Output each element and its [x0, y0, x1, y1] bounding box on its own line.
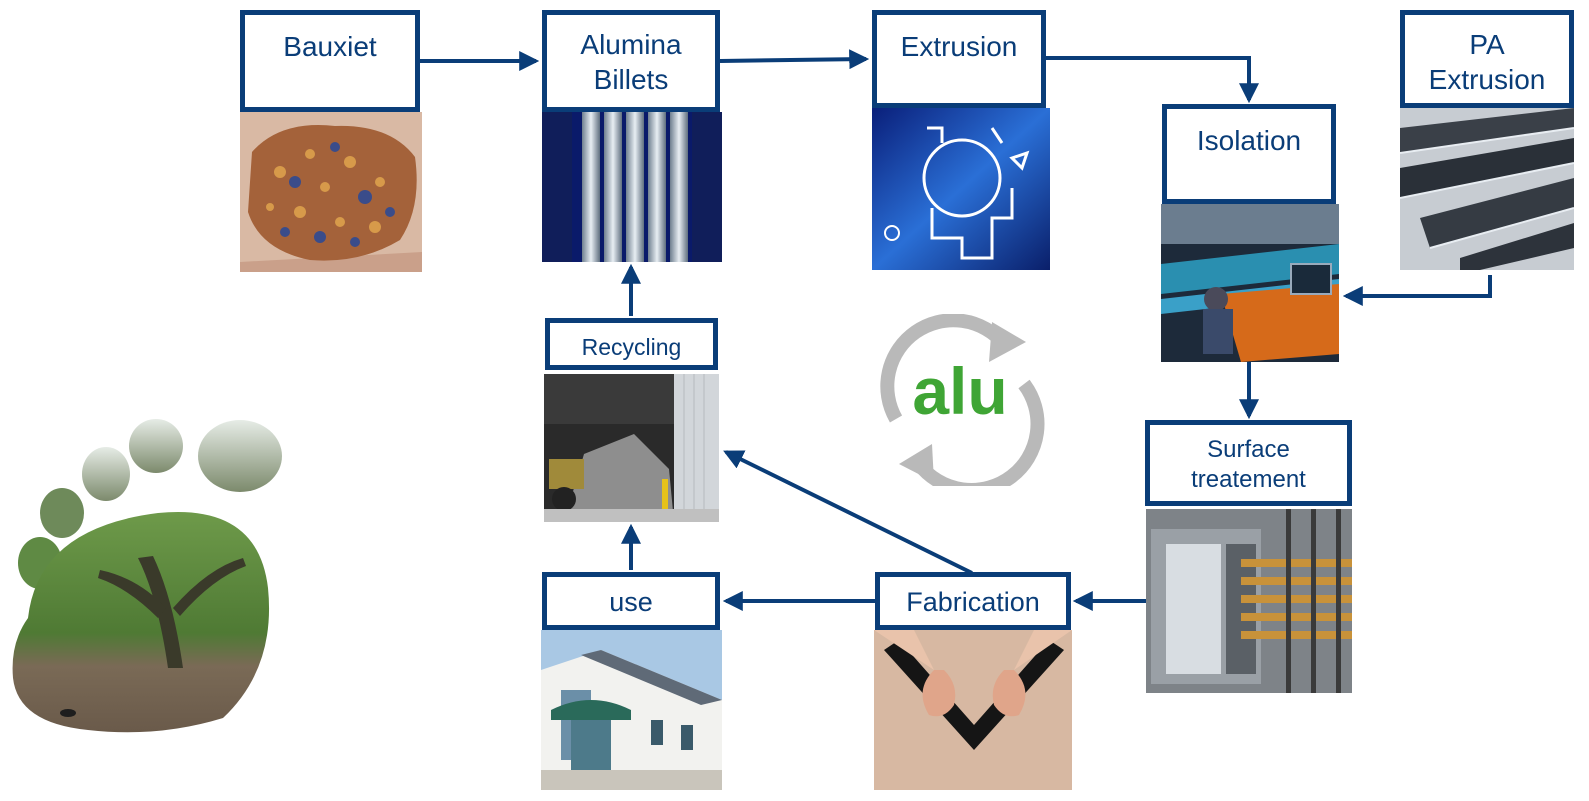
step-surface-treatment: Surface treatement: [1145, 420, 1352, 506]
billets-photo: [542, 112, 722, 262]
pa-profiles-photo: [1400, 108, 1574, 270]
arrow-pa-to-isolation: [1342, 275, 1492, 306]
alu-recycle-logo: alu: [874, 314, 1046, 486]
step-bauxite-label: Bauxiet: [283, 31, 377, 62]
surface-treatment-photo: [1146, 509, 1352, 693]
step-alumina-billets: Alumina Billets: [542, 10, 720, 112]
step-bauxite: Bauxiet: [240, 10, 420, 112]
extrusion-profile-photo: [872, 108, 1050, 270]
step-use: use: [542, 572, 720, 630]
step-fabrication: Fabrication: [875, 572, 1071, 630]
step-recycling: Recycling: [545, 318, 718, 370]
step-extrusion-label: Extrusion: [900, 31, 1018, 62]
step-pa-label-line1: PA: [1469, 29, 1505, 60]
alu-logo-text: alu: [912, 354, 1008, 428]
building-photo: [541, 630, 722, 790]
isolation-machine-photo: [1161, 204, 1339, 362]
step-recycling-label: Recycling: [581, 334, 682, 360]
step-pa-label-line2: Extrusion: [1428, 64, 1546, 95]
step-surface-label-line2: treatement: [1191, 466, 1306, 493]
step-isolation: Isolation: [1162, 104, 1336, 204]
recycle-arrows-icon: [880, 314, 1045, 486]
footprint-tree-image: [8, 418, 298, 734]
step-pa-extrusion: PA Extrusion: [1400, 10, 1574, 108]
bauxite-rock-photo: [240, 112, 422, 272]
step-alumina-label-line2: Billets: [593, 64, 669, 95]
arrow-alumina-to-extrusion: [719, 49, 870, 70]
recycling-yard-photo: [544, 374, 719, 522]
step-isolation-label: Isolation: [1196, 125, 1302, 156]
step-use-label: use: [609, 587, 653, 617]
fabrication-hands-photo: [874, 630, 1072, 790]
step-fabrication-label: Fabrication: [906, 587, 1040, 617]
arrow-extrusion-to-isolation: [1045, 56, 1259, 104]
step-extrusion: Extrusion: [872, 10, 1046, 108]
arrow-fabrication-to-recycling: [723, 450, 973, 575]
step-alumina-label-line1: Alumina: [580, 29, 682, 60]
step-surface-label-line1: Surface: [1207, 436, 1290, 463]
